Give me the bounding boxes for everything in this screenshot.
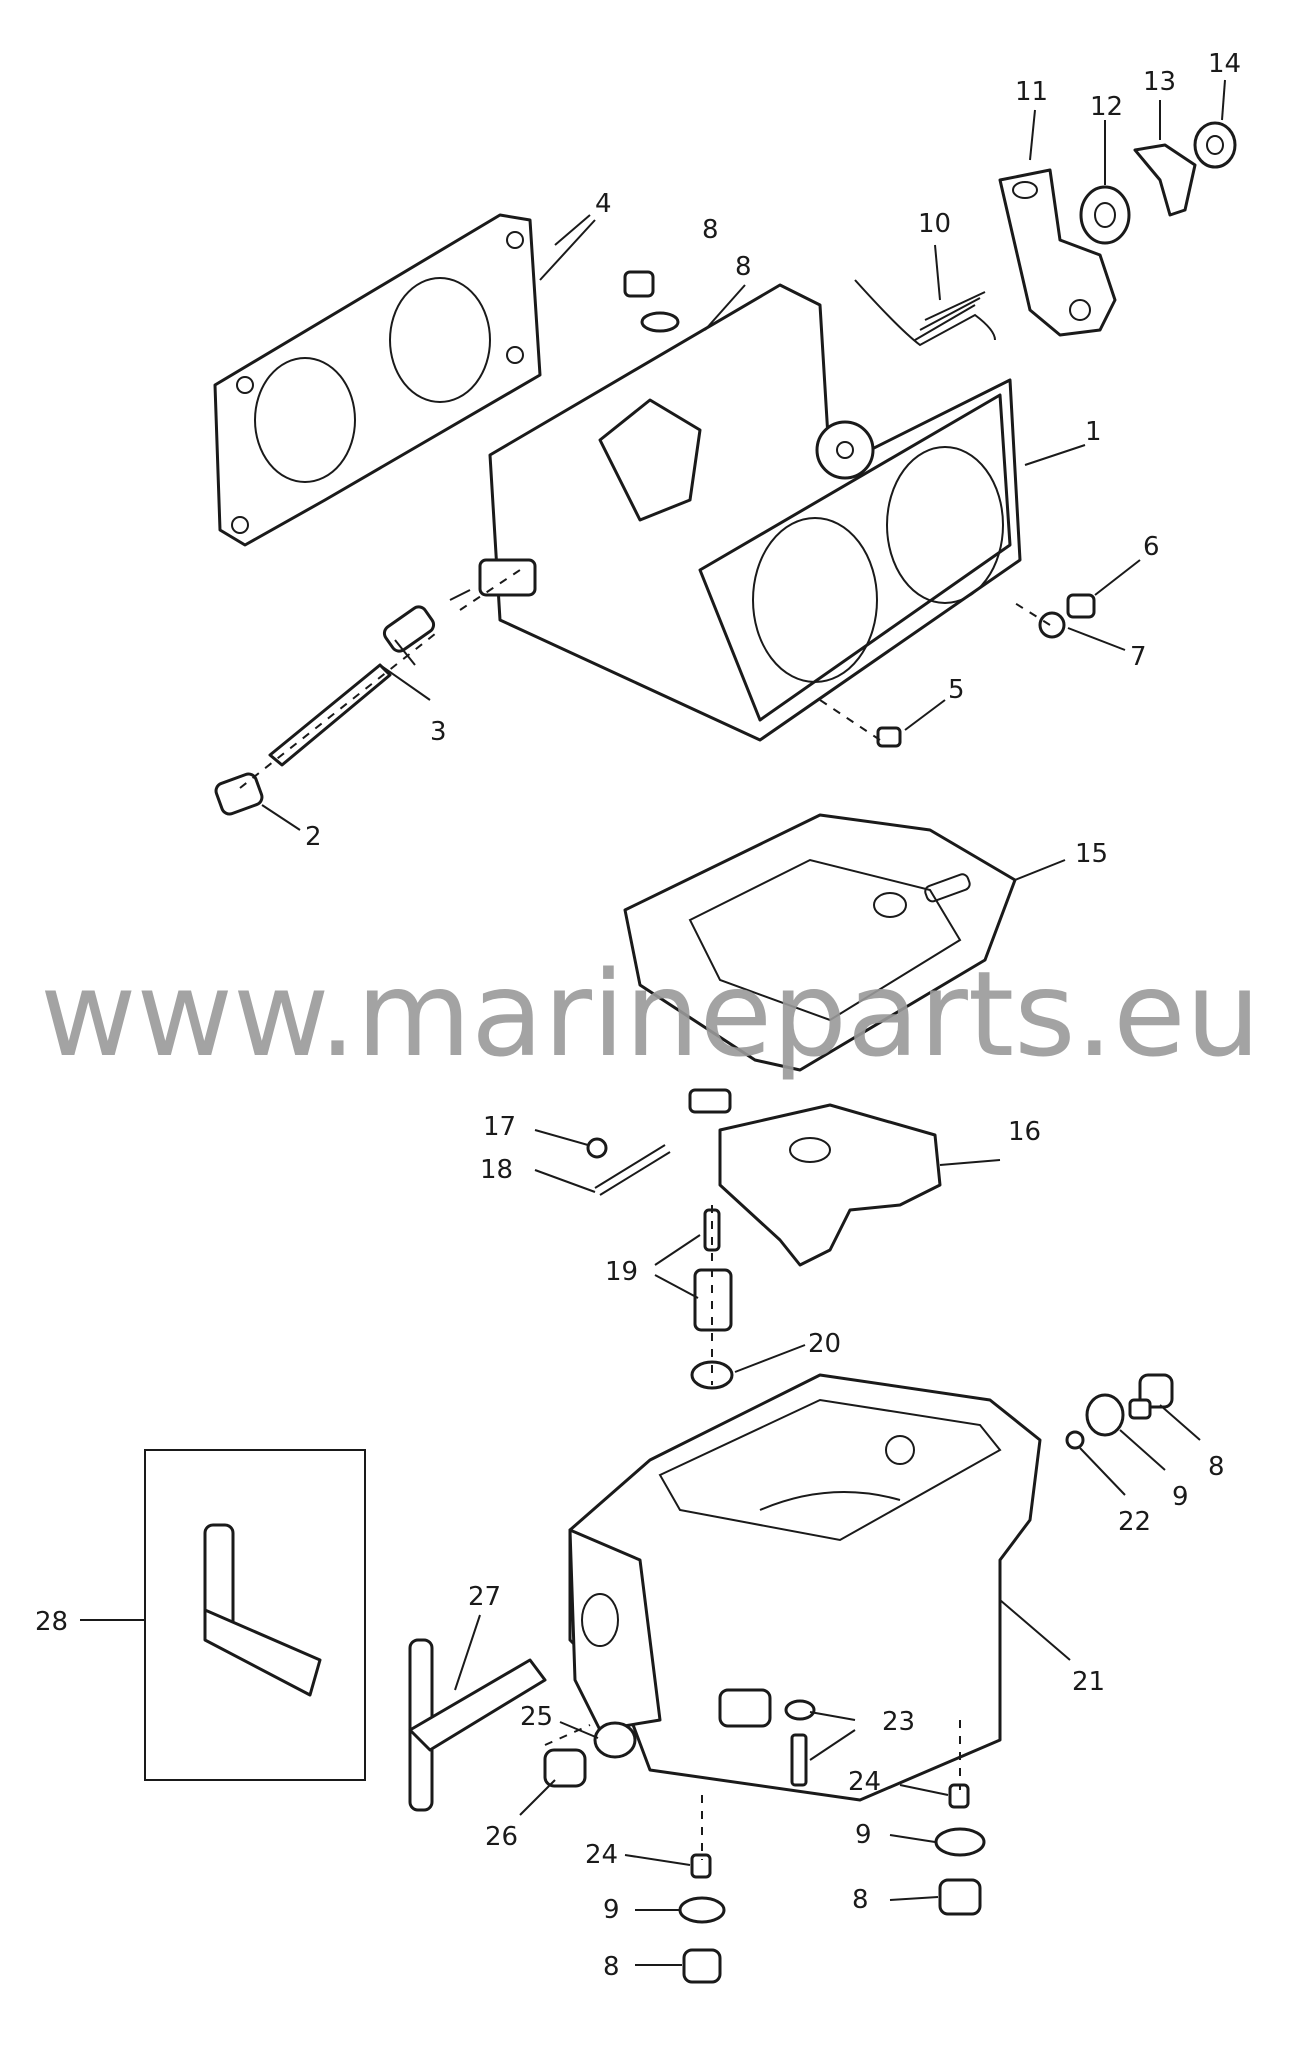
callout-9-right: 9 [1172, 1482, 1189, 1512]
plug-part [214, 772, 264, 816]
callout-8-bottom-right: 8 [852, 1885, 869, 1915]
drain-stack-left-part [678, 1853, 726, 1984]
callout-15: 15 [1075, 839, 1108, 869]
callout-19: 19 [605, 1257, 638, 1287]
callout-27: 27 [468, 1582, 501, 1612]
watermark-text: www.marineparts.eu [40, 945, 1261, 1083]
drain-stack-right-part [934, 1783, 986, 1916]
fuel-inlet-part [408, 1638, 547, 1812]
gasket-top-part [213, 213, 542, 547]
callout-28: 28 [35, 1607, 68, 1637]
throttle-lever-part [998, 168, 1117, 337]
callout-10: 10 [918, 209, 951, 239]
callout-8-bottom-left: 8 [603, 1952, 620, 1982]
callout-4: 4 [595, 189, 612, 219]
inlet-plug-part [543, 1721, 637, 1788]
bowl-screw-part [784, 1699, 816, 1787]
fitting-inset-part [144, 1449, 366, 1781]
seat-gasket-part [690, 1360, 734, 1390]
callout-labels: 1 2 3 4 5 6 7 8 8 10 11 12 13 14 15 16 1… [35, 49, 1241, 1982]
callout-24-left: 24 [585, 1840, 618, 1870]
float-pin-part [586, 1137, 671, 1196]
callout-1: 1 [1085, 417, 1102, 447]
callout-14: 14 [1208, 49, 1241, 79]
callout-13: 13 [1143, 67, 1176, 97]
callout-9-bottom-left: 9 [603, 1895, 620, 1925]
callout-20: 20 [808, 1329, 841, 1359]
lever-hardware-part [1079, 121, 1237, 245]
small-plugs-part [876, 593, 1096, 748]
callout-16: 16 [1008, 1117, 1041, 1147]
callout-9-top: 8 [735, 252, 752, 282]
return-spring-part [854, 279, 996, 347]
leader-lines [80, 79, 1226, 1966]
callout-3: 3 [430, 717, 447, 747]
callout-23: 23 [882, 1707, 915, 1737]
callout-8-top: 8 [702, 215, 719, 245]
callout-25: 25 [520, 1702, 553, 1732]
callout-12: 12 [1090, 92, 1123, 122]
alignment-lines [239, 569, 1051, 1860]
float-bowl-part [568, 1373, 1042, 1802]
callout-6: 6 [1143, 532, 1160, 562]
callout-17: 17 [483, 1112, 516, 1142]
callout-7: 7 [1130, 642, 1147, 672]
callout-11: 11 [1015, 77, 1048, 107]
callout-9-bottom-right: 9 [855, 1820, 872, 1850]
float-part [688, 1088, 942, 1267]
callout-26: 26 [485, 1822, 518, 1852]
callout-21: 21 [1072, 1667, 1105, 1697]
carburetor-body-upper-part [478, 283, 1022, 742]
bowl-side-hardware-part [1065, 1373, 1174, 1450]
needle-seat-part [693, 1208, 733, 1332]
idle-screw-part [268, 589, 471, 767]
callout-22: 22 [1118, 1507, 1151, 1537]
callout-18: 18 [480, 1155, 513, 1185]
callout-2: 2 [305, 822, 322, 852]
callout-24-right: 24 [848, 1767, 881, 1797]
top-screw-washer-part [623, 270, 680, 333]
callout-5: 5 [948, 675, 965, 705]
callout-8-right: 8 [1208, 1452, 1225, 1482]
gasket-middle-part [623, 813, 1017, 1072]
